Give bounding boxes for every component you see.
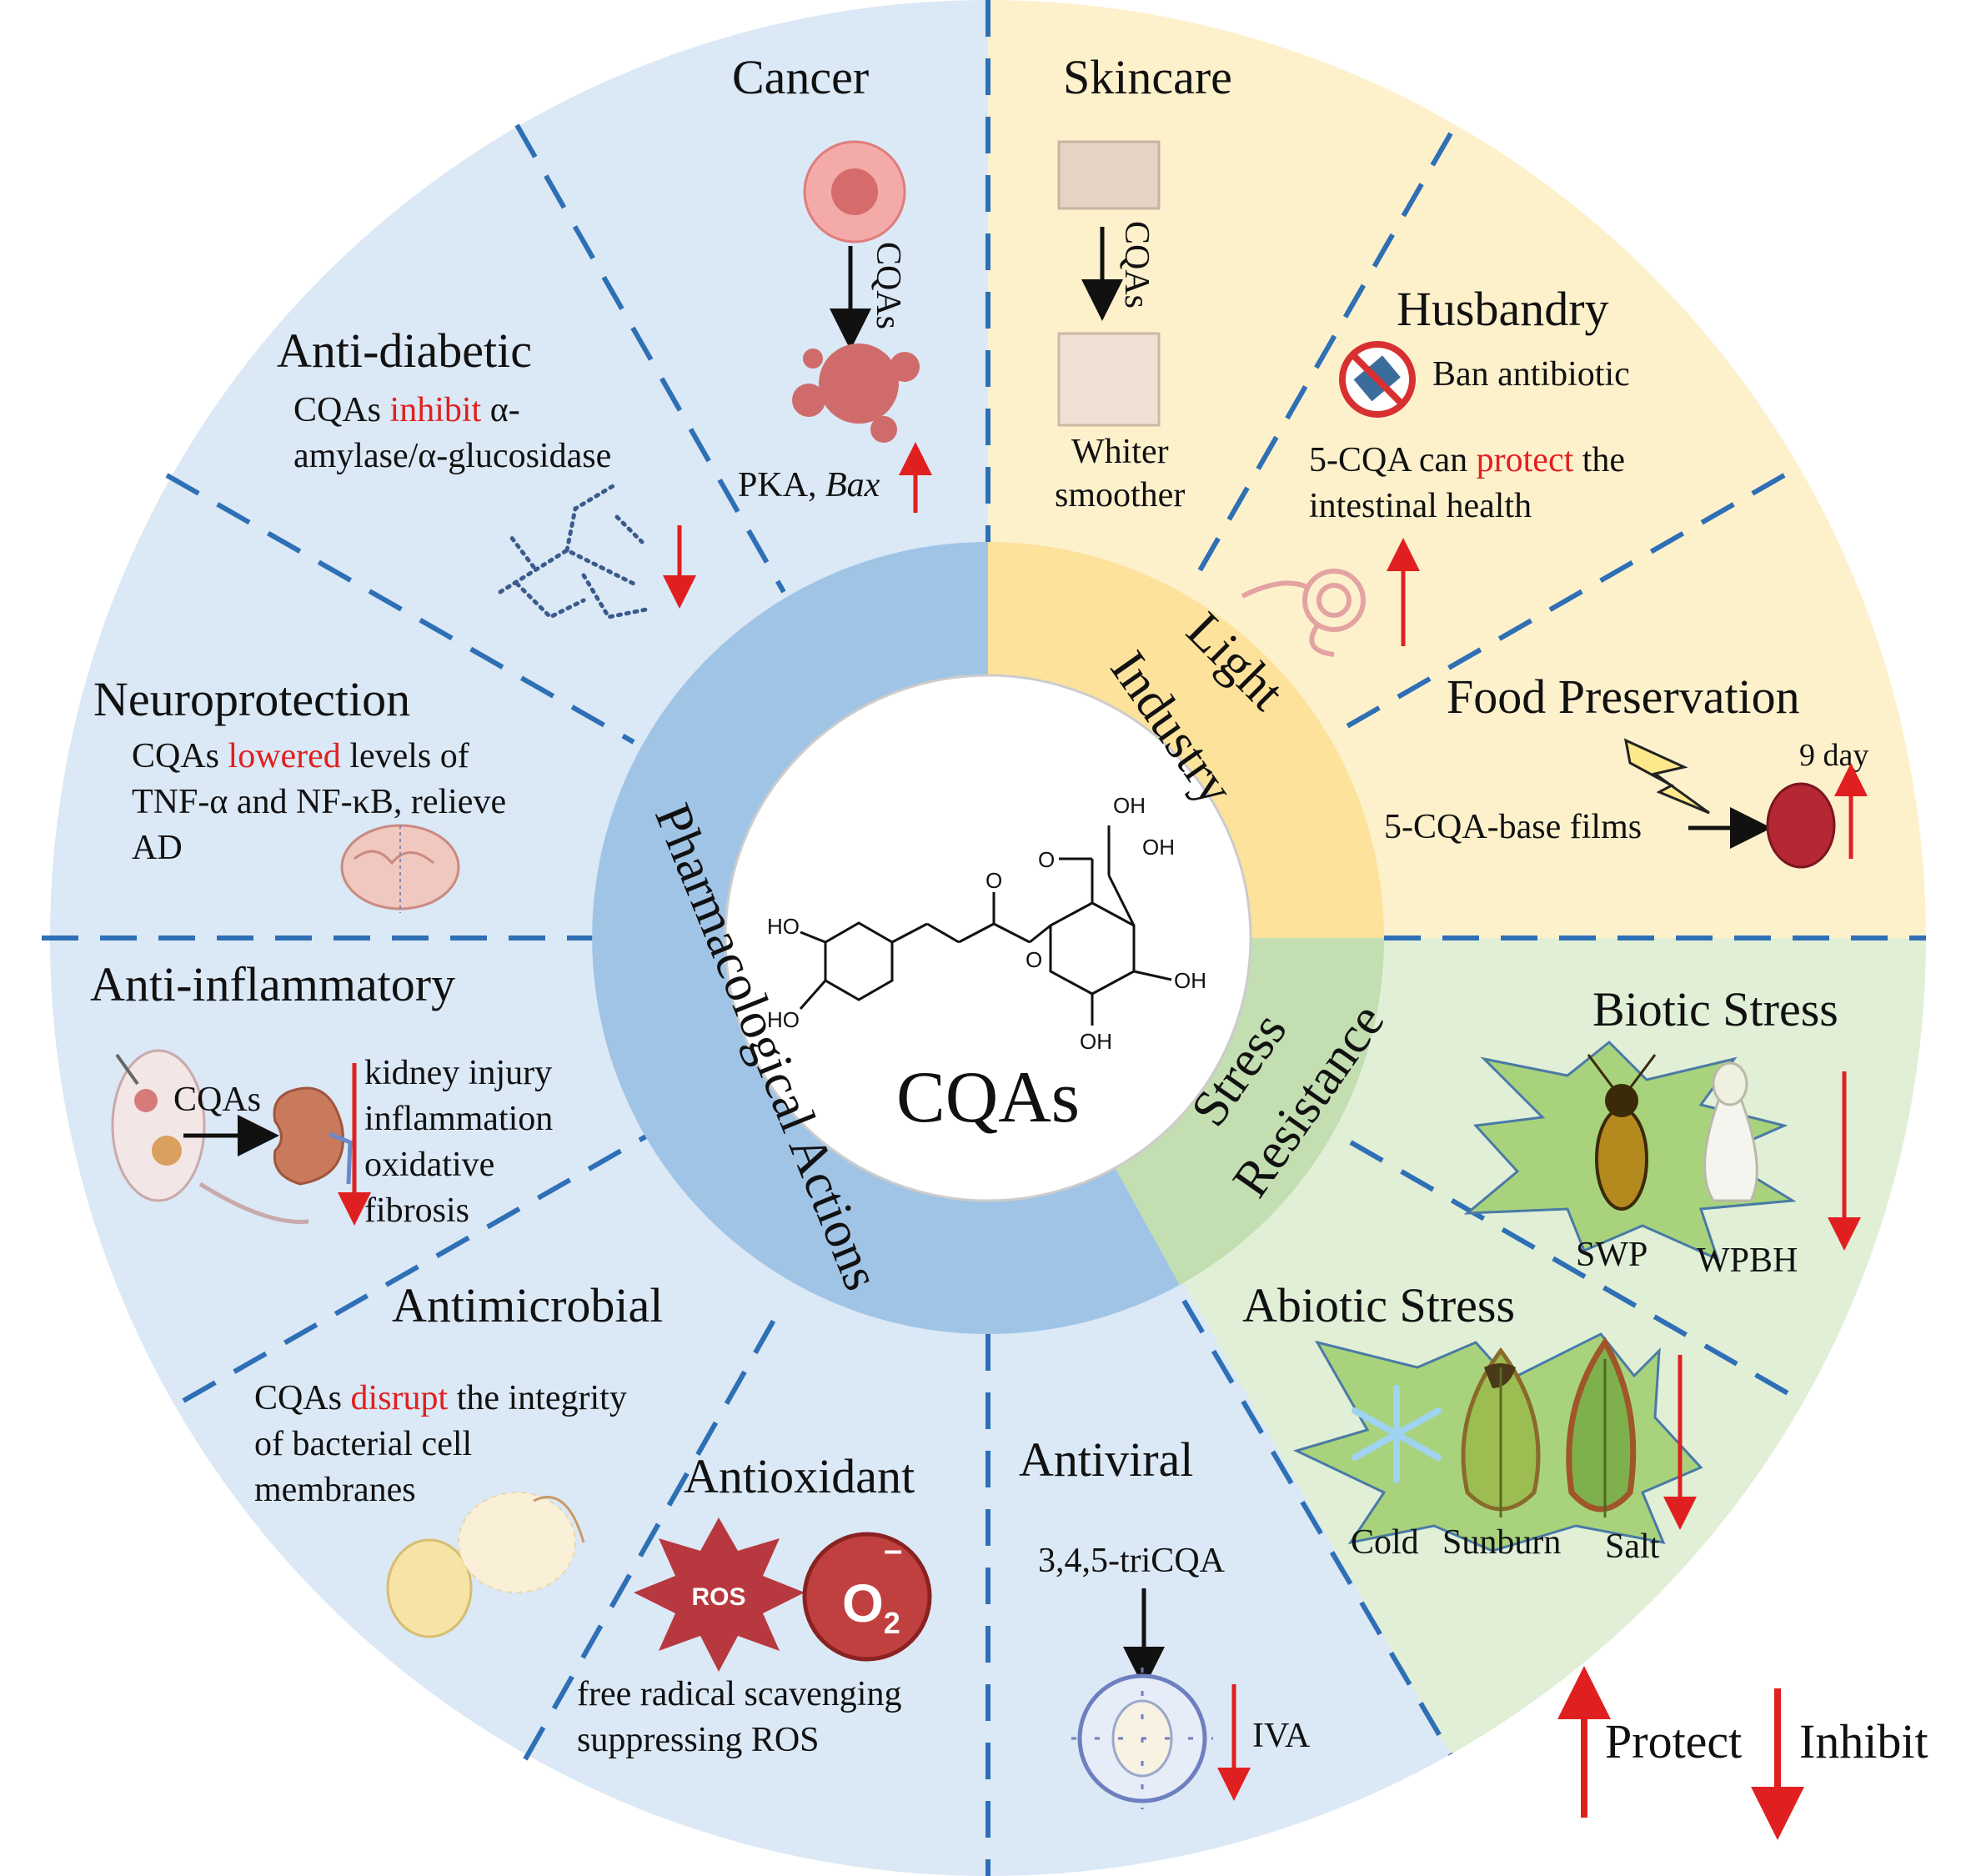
ros-badge-text: ROS [691, 1583, 745, 1611]
biotic-stress-title: Biotic Stress [1592, 982, 1838, 1036]
skin-after-icon [1057, 332, 1161, 427]
skincare-arrow-label: CQAs [1117, 221, 1156, 308]
cell-nucleus-icon [831, 168, 878, 215]
abiotic-stress-title: Abiotic Stress [1242, 1278, 1515, 1332]
antioxidant-line1: free radical scavenging [577, 1675, 901, 1713]
chem-oh-ring-top: OH [1142, 835, 1175, 860]
abiotic-stress-panel: Abiotic Stress Cold Sunburn Salt [1242, 1278, 1703, 1566]
neuro-line3: AD [132, 829, 183, 867]
skincare-result2: smoother [1055, 476, 1185, 514]
biotic-pest2: WPBH [1697, 1241, 1798, 1280]
beetle-icon [1587, 1054, 1657, 1211]
cqa-structure [799, 825, 1172, 1026]
abiotic-stress3: Salt [1605, 1527, 1660, 1566]
snowflake-icon [1352, 1385, 1442, 1483]
antiviral-target: IVA [1252, 1717, 1311, 1755]
anti-inflammatory-panel: Anti-inflammatory CQAs kidney injury inf… [90, 957, 553, 1230]
antiviral-title: Antiviral [1019, 1432, 1193, 1487]
planthopper-icon [1703, 1061, 1758, 1202]
mouse-icon [111, 1049, 309, 1224]
anti-diabetic-panel: Anti-diabetic CQAs inhibit α- amylase/α-… [277, 324, 696, 620]
virus-icon [1071, 1668, 1213, 1809]
intestine-icon [1241, 569, 1366, 657]
cancer-arrow-label: CQAs [869, 242, 907, 329]
antiviral-panel: Antiviral 3,4,5-triCQA IVA [1019, 1432, 1311, 1809]
legend-inhibit: Inhibit [1799, 1714, 1928, 1768]
chem-oh-bottom: OH [1080, 1029, 1112, 1054]
food-days: 9 day [1799, 738, 1868, 773]
center-circle [724, 674, 1252, 1202]
biotic-stress-panel: Biotic Stress SWP WPBH [1463, 982, 1861, 1280]
fruit-icon [1766, 782, 1836, 869]
sunburn-leaf-icon [1461, 1347, 1541, 1517]
dividers [42, 0, 1926, 1876]
chem-o-ester: O [1026, 947, 1042, 972]
antioxidant-line2: suppressing ROS [577, 1721, 820, 1759]
anti-inflammatory-title: Anti-inflammatory [90, 957, 455, 1011]
skincare-result1: Whiter [1071, 433, 1169, 471]
lightning-icon [1623, 738, 1710, 815]
effect-inflammation: inflammation [364, 1100, 553, 1138]
chem-ho-bottom: HO [767, 1007, 800, 1032]
neuro-line1: CQAs lowered levels of [132, 737, 469, 775]
chem-oh-right: OH [1174, 968, 1206, 993]
ros-burst-icon [634, 1517, 805, 1672]
abiotic-stress1: Cold [1351, 1523, 1419, 1562]
anti-diabetic-title: Anti-diabetic [277, 324, 532, 378]
superoxide-badge-text: O2 [842, 1573, 900, 1640]
superoxide-icon [802, 1532, 932, 1662]
bacterium-icon [386, 1492, 585, 1638]
antimicrobial-line2: of bacterial cell [254, 1425, 472, 1463]
cancer-cell-icon [792, 344, 920, 443]
antioxidant-title: Antioxidant [684, 1449, 915, 1503]
anti-diabetic-line1: CQAs inhibit α- [293, 391, 520, 429]
cancer-title: Cancer [732, 50, 869, 104]
antimicrobial-panel: Antimicrobial CQAs disrupt the integrity… [254, 1278, 663, 1638]
husbandry-ban: Ban antibiotic [1432, 355, 1630, 394]
brain-icon [340, 824, 460, 913]
chem-ho-top: HO [767, 914, 800, 939]
anti-inflammatory-arrow-label: CQAs [173, 1081, 261, 1119]
superoxide-charge: – [884, 1532, 902, 1568]
antimicrobial-line1: CQAs disrupt the integrity [254, 1379, 627, 1417]
chem-o-acid: O [1038, 847, 1055, 872]
antioxidant-panel: Antioxidant ROS O2 – free radical scaven… [577, 1449, 932, 1759]
neuroprotection-title: Neuroprotection [93, 672, 410, 726]
antimicrobial-title: Antimicrobial [392, 1278, 663, 1332]
food-films: 5-CQA-base films [1384, 808, 1642, 846]
husbandry-line2: intestinal health [1309, 487, 1532, 525]
abiotic-stress2: Sunburn [1442, 1523, 1561, 1562]
structure-labels: OH O OH O O HO HO OH OH [767, 793, 1206, 1054]
skincare-title: Skincare [1063, 50, 1232, 104]
chem-oh-top: OH [1113, 793, 1146, 818]
anti-diabetic-line2: amylase/α-glucosidase [293, 437, 611, 475]
glycogen-icon [498, 481, 653, 620]
neuroprotection-panel: Neuroprotection CQAs lowered levels of T… [93, 672, 506, 913]
husbandry-title: Husbandry [1397, 282, 1609, 336]
chem-o-ester-top: O [985, 868, 1002, 893]
no-antibiotic-icon [1339, 341, 1416, 418]
center-title: CQAs [896, 1057, 1080, 1138]
legend-protect: Protect [1605, 1714, 1742, 1768]
skin-before-icon [1057, 140, 1161, 210]
antimicrobial-line3: membranes [254, 1471, 416, 1509]
legend: Protect Inhibit [1557, 1666, 1928, 1840]
effect-fibrosis: fibrosis [364, 1191, 469, 1230]
biotic-pest1: SWP [1576, 1236, 1648, 1274]
food-preservation-title: Food Preservation [1447, 670, 1800, 724]
husbandry-line1: 5-CQA can protect the [1309, 441, 1625, 479]
neuro-line2: TNF-α and NF-κB, relieve [132, 783, 506, 821]
cancer-panel: Cancer CQAs PKA, Bax [732, 50, 932, 513]
food-preservation-panel: Food Preservation 9 day 5-CQA-base films [1384, 670, 1868, 869]
kidney-icon [273, 1086, 353, 1186]
husbandry-panel: Husbandry Ban antibiotic 5-CQA can prote… [1241, 282, 1630, 657]
effect-kidney-injury: kidney injury [364, 1054, 552, 1092]
skincare-panel: Skincare CQAs Whiter smoother [1055, 50, 1232, 514]
antiviral-compound: 3,4,5-triCQA [1038, 1542, 1226, 1580]
cancer-markers: PKA, Bax [738, 466, 880, 504]
effect-oxidative: oxidative [364, 1146, 494, 1184]
salt-leaf-icon [1566, 1337, 1637, 1517]
